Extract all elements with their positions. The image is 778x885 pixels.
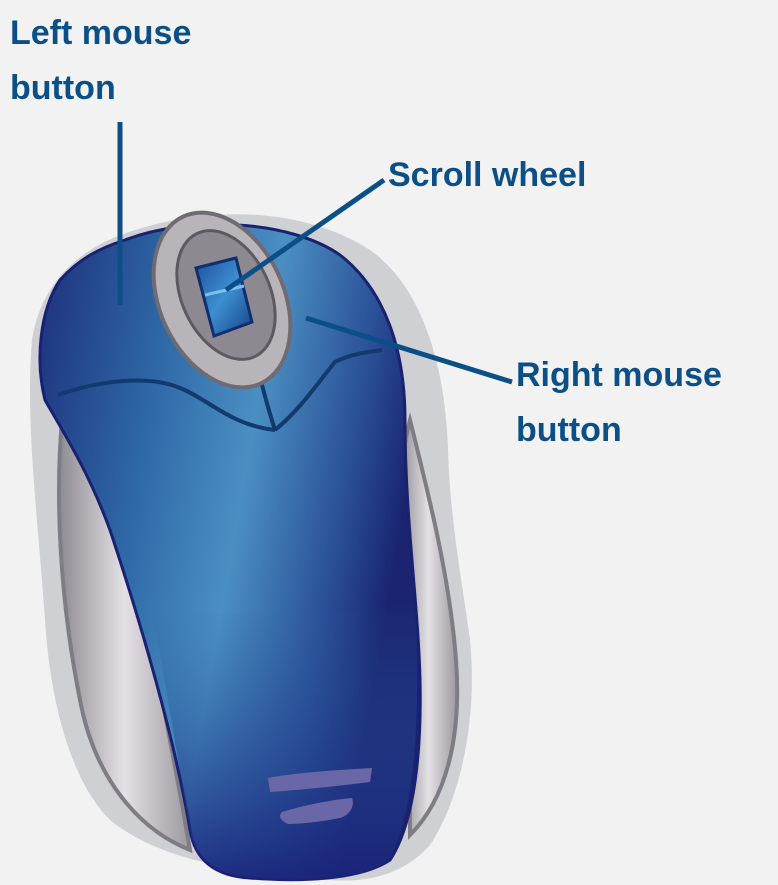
label-scroll-text: Scroll wheel	[388, 156, 586, 194]
label-right-line2: button	[516, 411, 622, 449]
label-left-mouse-button: Left mouse button	[10, 6, 270, 116]
label-left-line2: button	[10, 69, 116, 107]
label-left-line1: Left mouse	[10, 14, 191, 52]
label-scroll-wheel: Scroll wheel	[388, 148, 586, 203]
label-right-line1: Right mouse	[516, 356, 722, 394]
label-right-mouse-button: Right mouse button	[516, 348, 778, 458]
